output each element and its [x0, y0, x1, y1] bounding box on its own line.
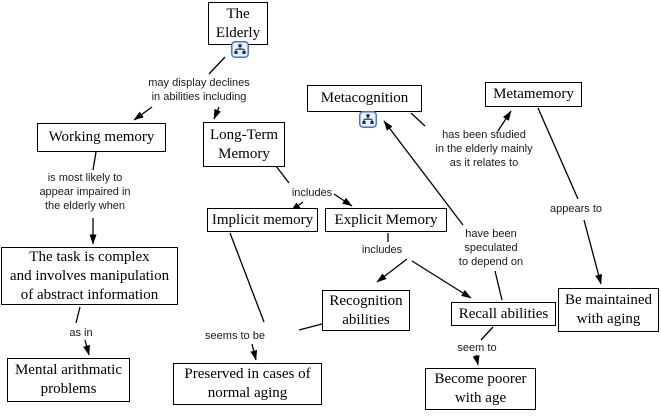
connector-recognition-to-seems-to-be [298, 323, 323, 331]
concept-task-complex[interactable]: The task is complex and involves manipul… [1, 247, 178, 305]
phrase-includes-ltm[interactable]: includes [291, 187, 333, 199]
connector-has-been-studied-to-metamemory [497, 110, 512, 132]
phrase-seems-to-be[interactable]: seems to be [205, 330, 265, 342]
concept-preserved-normal-aging[interactable]: Preserved in cases of normal aging [173, 363, 322, 405]
phrase-is-most-likely-impaired[interactable]: is most likely to appear impaired in the… [39, 172, 131, 212]
connector-includes-to-recognition [376, 258, 408, 283]
concept-implicit-memory[interactable]: Implicit memory [207, 208, 318, 232]
connector-seem-to-to-become-poorer [472, 354, 480, 366]
connector-metamemory-to-appears-to [537, 107, 579, 200]
connector-seems-to-be-to-preserved [250, 343, 258, 361]
connector-metacognition-to-has-been-studied [410, 112, 426, 127]
phrase-seem-to[interactable]: seem to [457, 342, 497, 354]
concept-recognition-abilities[interactable]: Recognition abilities [322, 290, 410, 331]
connector-long-term-memory-to-includes [275, 165, 290, 184]
connector-may-display-to-long-term-memory [213, 106, 221, 120]
connector-includes-to-recall [411, 260, 472, 299]
concept-long-term-memory[interactable]: Long-Term Memory [203, 122, 285, 167]
connector-speculated-to-recall [494, 270, 503, 301]
phrase-as-in[interactable]: as in [69, 327, 93, 339]
phrase-may-display-declines[interactable]: may display declines in abilities includ… [148, 77, 250, 103]
phrase-includes-explicit[interactable]: includes [361, 244, 403, 256]
phrase-appears-to[interactable]: appears to [550, 203, 602, 215]
concept-metamemory[interactable]: Metamemory [485, 82, 582, 107]
connector-recall-to-seem-to [480, 326, 494, 341]
concept-metacognition[interactable]: Metacognition [307, 85, 422, 112]
concept-working-memory[interactable]: Working memory [37, 123, 166, 152]
connector-may-display-to-working-memory [133, 106, 153, 121]
linked-submap-icon[interactable] [231, 41, 249, 58]
connector-working-memory-to-is-most-likely [92, 151, 97, 171]
connector-speculated-to-metacognition [383, 120, 464, 226]
phrase-has-been-studied[interactable]: has been studied in the elderly mainly a… [435, 129, 533, 169]
concept-mental-arithmatic-problems[interactable]: Mental arithmatic problems [7, 358, 130, 402]
connector-as-in-to-mental-arithmatic [83, 339, 90, 356]
concept-the-elderly[interactable]: The Elderly [208, 2, 268, 45]
connector-task-complex-to-as-in [75, 306, 81, 324]
concept-be-maintained-with-aging[interactable]: Be maintained with aging [558, 288, 659, 332]
phrase-have-been-speculated[interactable]: have been speculated to depend on [458, 228, 524, 268]
linked-submap-icon[interactable] [359, 111, 377, 128]
concept-explicit-memory[interactable]: Explicit Memory [325, 208, 447, 232]
connector-implicit-memory-to-seems-to-be [229, 232, 265, 323]
concept-recall-abilities[interactable]: Recall abilities [451, 302, 556, 326]
concept-become-poorer-with-age[interactable]: Become poorer with age [425, 368, 536, 410]
connector-appears-to-to-be-maintained [583, 219, 602, 285]
connector-elderly-to-may-display [208, 56, 226, 75]
connector-includes-to-explicit-memory [333, 193, 353, 207]
